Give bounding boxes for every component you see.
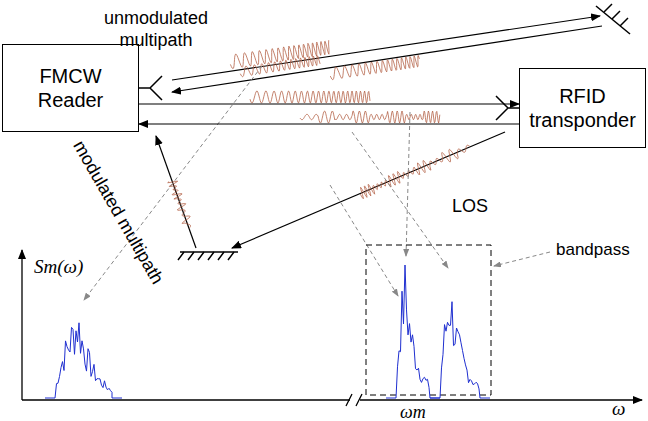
- axis: [22, 250, 642, 406]
- spectrum-peak: [386, 265, 440, 398]
- axis-label: ω: [612, 398, 625, 420]
- los-arrow: [139, 103, 519, 104]
- box-label: FMCW Reader: [9, 64, 132, 112]
- box-label: RFID transponder: [526, 84, 639, 132]
- device-box: RFID transponder: [519, 68, 646, 148]
- spectrum-peak: [45, 323, 122, 398]
- chirp-signal: [168, 40, 470, 228]
- bandpass-box: [366, 245, 491, 395]
- chirp-wave: [240, 56, 320, 77]
- path-label: LOS: [452, 196, 488, 217]
- chirp-wave: [330, 55, 419, 79]
- los-arrow: [139, 123, 519, 124]
- device-box: FMCW Reader: [2, 44, 139, 132]
- spectrum-peak: [430, 302, 490, 398]
- path-label: unmodulated multipath: [96, 8, 216, 51]
- antenna: [137, 76, 521, 120]
- annotation: bandpass: [556, 240, 630, 260]
- chirp-wave: [360, 145, 469, 198]
- axis-label: Sm(ω): [34, 256, 83, 278]
- spectrum: [45, 265, 490, 398]
- axis-label: ωm: [400, 402, 426, 421]
- chirp-wave: [250, 91, 370, 103]
- chirp-wave: [168, 181, 191, 228]
- chirp-wave: [300, 111, 440, 123]
